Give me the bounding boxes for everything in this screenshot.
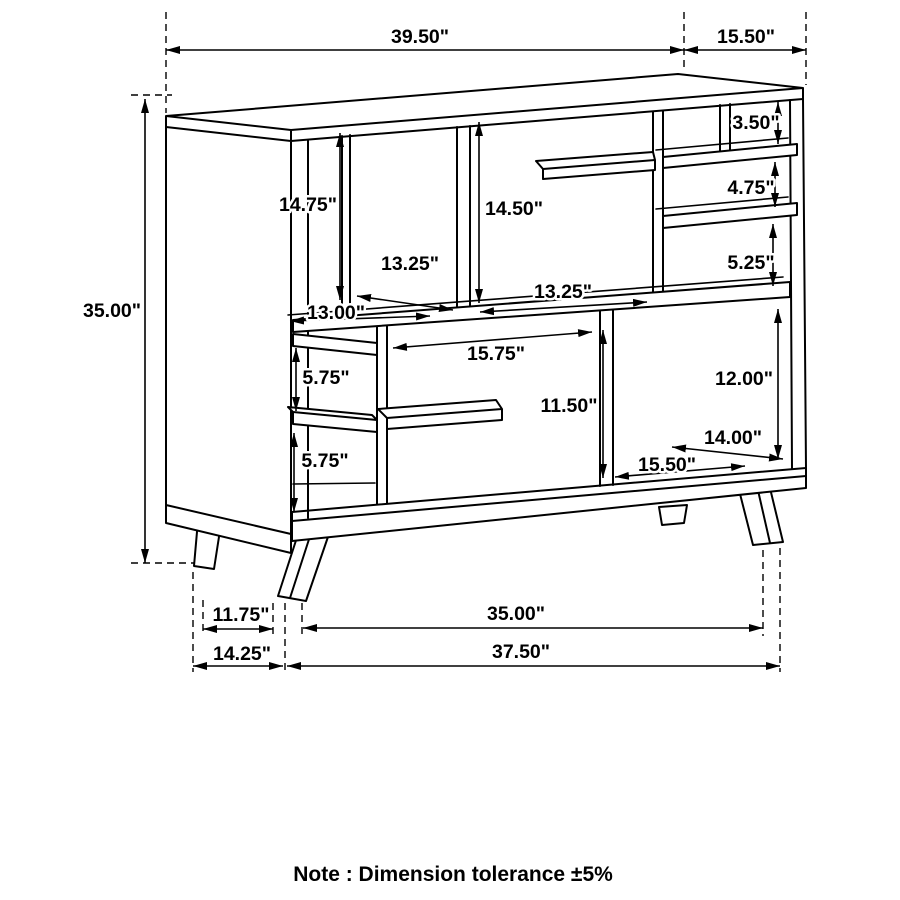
dim-label-center-opening-height: 14.50" [485, 198, 543, 220]
dim-label-lower-right-shelf-width: 15.50" [638, 454, 696, 476]
dim-label-leg-inset-front: 35.00" [487, 603, 545, 625]
dim-line-center-opening-width [479, 298, 648, 316]
dim-label-upper-left-opening-height: 14.75" [279, 194, 337, 216]
dim-label-lower-right-opening-height: 12.00" [715, 368, 773, 390]
dim-label-right-shelf-gap-upper: 4.75" [727, 177, 774, 199]
dim-label-lower-left-gap-lower: 5.75" [301, 450, 348, 472]
legs [193, 483, 784, 602]
extension-lines [131, 12, 807, 672]
dim-label-top-depth: 15.50" [717, 26, 775, 48]
dim-label-lower-center-opening-width: 15.75" [467, 343, 525, 365]
shelves [287, 143, 798, 433]
dim-line-upper-left-opening-width [356, 294, 454, 312]
dim-line-lower-right-shelf-width [614, 463, 746, 480]
dim-label-center-opening-width: 13.25" [534, 281, 592, 303]
dim-label-leg-span-front: 37.50" [492, 641, 550, 663]
dim-line-lower-center-opening-width [392, 329, 593, 351]
dim-label-leg-span-side: 14.25" [213, 643, 271, 665]
panels-and-base [165, 73, 807, 554]
extension-lines-path [131, 12, 807, 672]
cabinet-line-art [165, 73, 807, 602]
tolerance-note: Note : Dimension tolerance ±5% [293, 863, 613, 886]
dimension-lines [141, 46, 806, 670]
dim-label-top-width: 39.50" [391, 26, 449, 48]
dim-label-overall-height: 35.00" [83, 300, 141, 322]
dim-label-lower-left-gap-upper: 5.75" [302, 367, 349, 389]
dim-label-leg-inset-side: 11.75" [213, 604, 270, 626]
dim-label-lower-center-opening-height: 11.50" [541, 395, 598, 417]
leg-inner-edges [289, 485, 771, 599]
dimension-labels: 39.50" 15.50" 35.00" 3.50" 14.75" 14.50"… [80, 24, 782, 668]
dim-line-upper-left-opening-depth [289, 312, 431, 325]
dim-label-lower-right-opening-width: 14.00" [704, 427, 762, 449]
dim-label-right-shelf-gap-lower: 5.25" [727, 252, 774, 274]
dim-label-upper-left-opening-width: 13.25" [381, 253, 439, 275]
shelf-detail-lines [287, 137, 789, 485]
dim-label-upper-left-opening-depth: 13.00" [307, 302, 365, 324]
dim-line-lower-right-opening-width [671, 444, 784, 462]
dim-label-right-top-opening-height: 3.50" [732, 112, 779, 134]
